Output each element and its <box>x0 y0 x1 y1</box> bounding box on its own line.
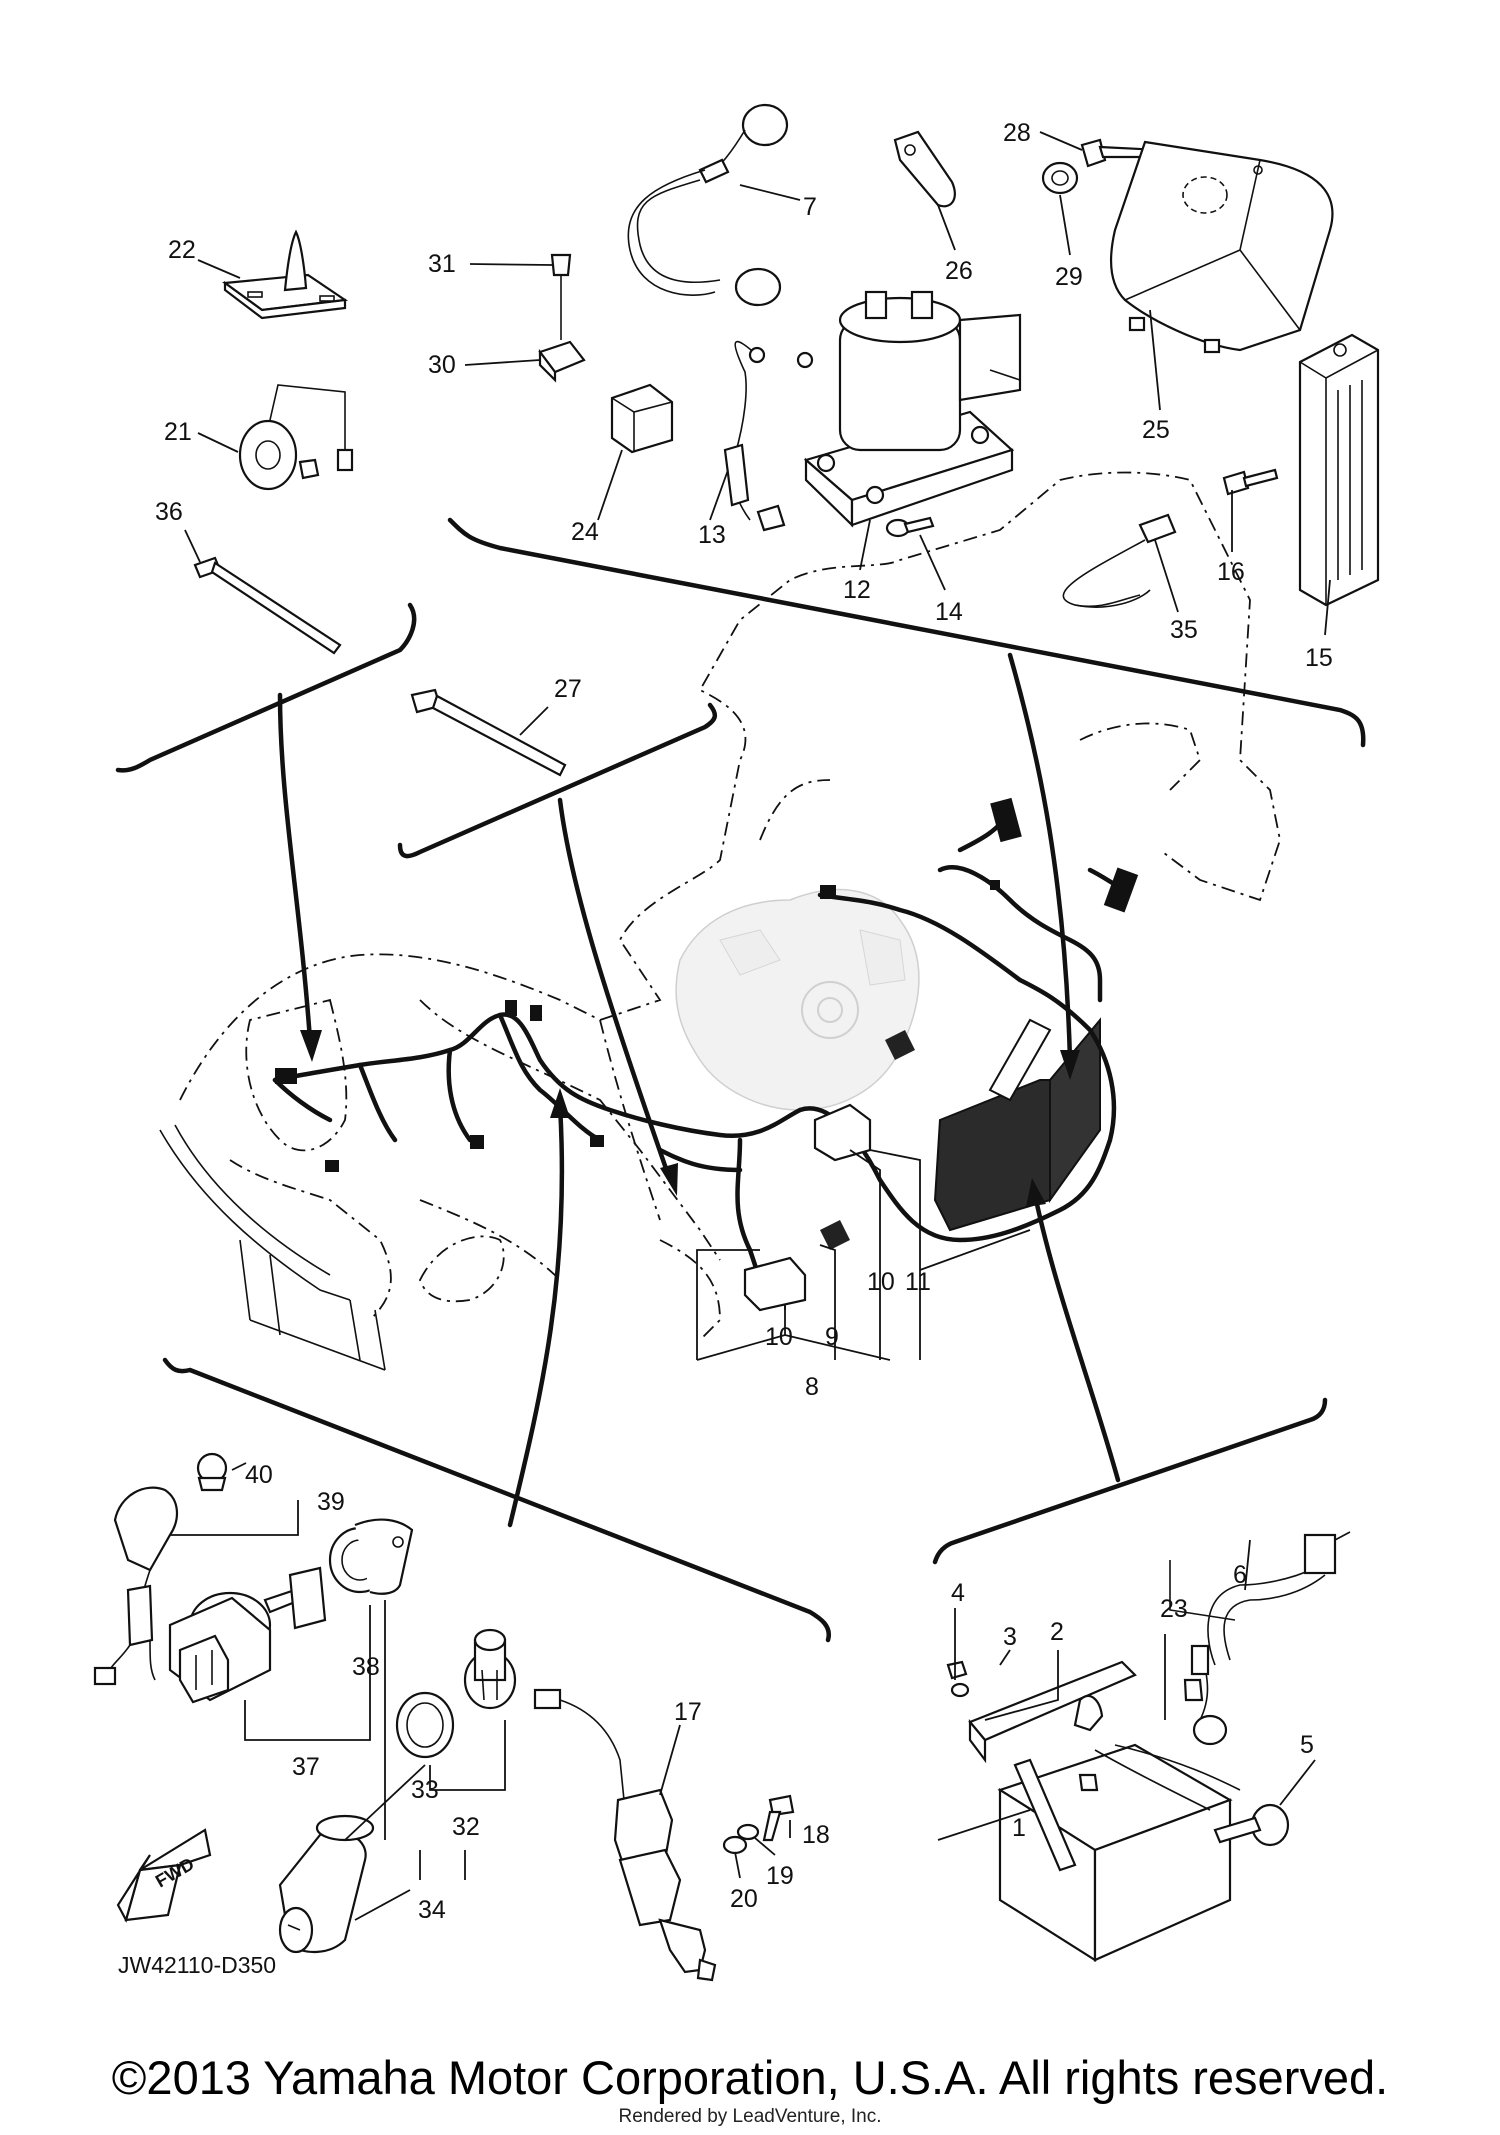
callout-labels: 1 2 3 4 5 6 7 8 9 10 10 11 12 13 14 15 1… <box>118 119 1333 1978</box>
callout-37: 37 <box>292 1753 320 1781</box>
section-brackets <box>115 517 1366 1643</box>
screw-14 <box>885 516 935 538</box>
rendered-by-notice: Rendered by LeadVenture, Inc. <box>618 2106 882 2127</box>
battery-group <box>946 1531 1351 1962</box>
cover-25 <box>1110 140 1334 354</box>
bolt-31-nut-30 <box>538 253 586 383</box>
callout-38: 38 <box>352 1653 380 1681</box>
callout-16: 16 <box>1217 558 1245 586</box>
starter-relay-12 <box>803 290 1022 528</box>
callout-31: 31 <box>428 250 456 278</box>
harness-connectors <box>275 797 1139 1312</box>
plate-26 <box>893 130 956 208</box>
callout-17: 17 <box>674 1698 702 1726</box>
copyright-notice: ©2013 Yamaha Motor Corporation, U.S.A. A… <box>111 2051 1389 2104</box>
callout-13: 13 <box>698 521 726 549</box>
callout-10-a: 10 <box>765 1323 793 1351</box>
callout-4: 4 <box>951 1579 965 1607</box>
sensor-17 <box>533 1688 717 1982</box>
cable-tie-35 <box>1062 513 1177 608</box>
relay-24 <box>610 383 674 454</box>
cable-tie-36 <box>193 556 342 655</box>
callout-29: 29 <box>1055 263 1083 291</box>
horn-21 <box>238 384 354 491</box>
callout-20: 20 <box>730 1885 758 1913</box>
diagram-code: JW42110-D350 <box>118 1952 276 1978</box>
cap-34 <box>278 1814 375 1954</box>
main-switch-37 <box>168 1566 327 1704</box>
callout-34: 34 <box>418 1896 446 1924</box>
vehicle-body-outline <box>159 471 1281 1371</box>
callout-30: 30 <box>428 351 456 379</box>
callout-18: 18 <box>802 1821 830 1849</box>
leader-lines <box>170 131 1331 1921</box>
callout-36: 36 <box>155 498 183 526</box>
callout-25: 25 <box>1142 416 1170 444</box>
callout-5: 5 <box>1300 1731 1314 1759</box>
callout-32: 32 <box>452 1813 480 1841</box>
callout-21: 21 <box>164 418 192 446</box>
callout-1: 1 <box>1012 1814 1026 1842</box>
callout-15: 15 <box>1305 644 1333 672</box>
callout-28: 28 <box>1003 119 1031 147</box>
cdi-unit-15 <box>1298 333 1380 607</box>
callout-3: 3 <box>1003 1623 1017 1651</box>
engine-silhouette <box>675 888 920 1111</box>
callout-9: 9 <box>825 1323 839 1351</box>
callout-6: 6 <box>1233 1561 1247 1589</box>
bolt-16 <box>1222 468 1279 496</box>
knob-38 <box>328 1518 414 1595</box>
callout-39: 39 <box>317 1488 345 1516</box>
callout-10-b: 10 <box>867 1268 895 1296</box>
parts-diagram: 1 2 3 4 5 6 7 8 9 10 10 11 12 13 14 15 1… <box>93 103 1380 1982</box>
battery-in-vehicle <box>933 1017 1101 1232</box>
callout-7: 7 <box>803 193 817 221</box>
callout-11: 11 <box>905 1268 931 1296</box>
callout-33: 33 <box>411 1776 439 1804</box>
cable-tie-27 <box>410 688 567 777</box>
plug-cap-39-bulb-40 <box>93 1452 228 1686</box>
callout-35: 35 <box>1170 616 1198 644</box>
clamp-22 <box>222 229 349 320</box>
washers-19-20-bolt-18 <box>722 1794 795 1855</box>
lead-wire-7 <box>627 103 789 307</box>
callout-8: 8 <box>805 1373 819 1401</box>
callout-24: 24 <box>571 518 599 546</box>
fwd-arrow <box>116 1828 212 1923</box>
callout-12: 12 <box>843 576 871 604</box>
callout-19: 19 <box>766 1862 794 1890</box>
callout-14: 14 <box>935 598 963 626</box>
lead-13 <box>723 340 814 532</box>
callout-40: 40 <box>245 1461 273 1489</box>
callout-26: 26 <box>945 257 973 285</box>
socket-32-nut-33 <box>395 1628 517 1759</box>
callout-22: 22 <box>168 236 196 264</box>
callout-23: 23 <box>1160 1595 1188 1623</box>
callout-27: 27 <box>554 675 582 703</box>
callout-2: 2 <box>1050 1618 1064 1646</box>
